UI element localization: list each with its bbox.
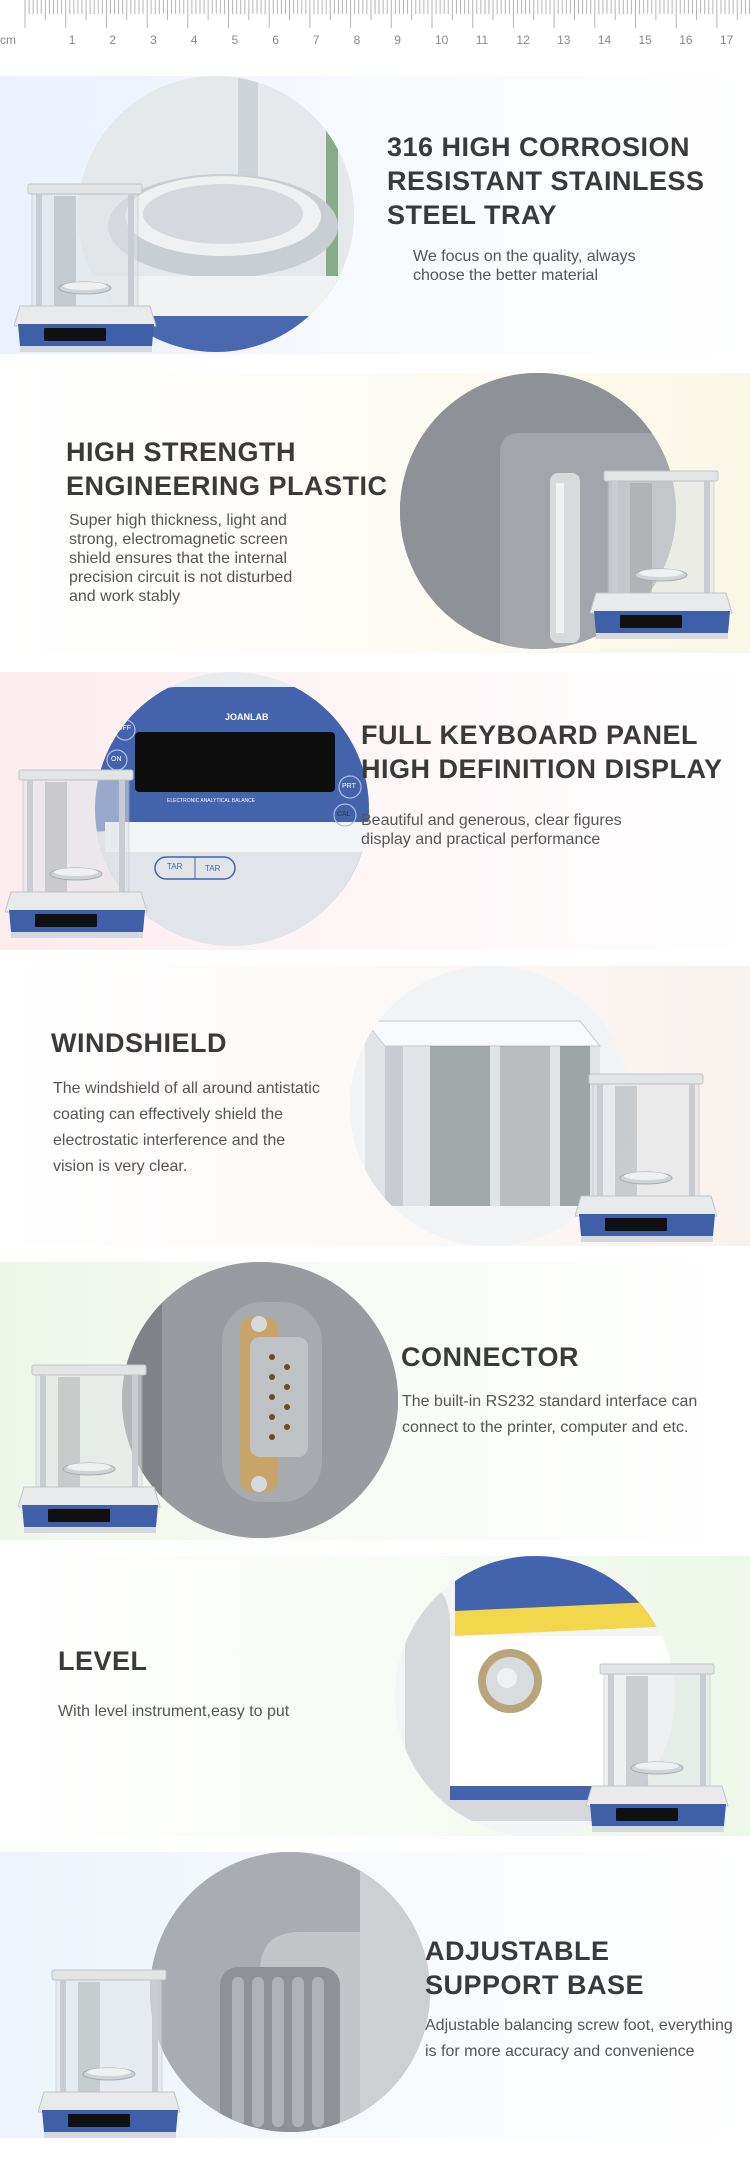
section-connector: CONNECTOR The built-in RS232 standard in… xyxy=(0,1262,750,1540)
ruler-number: 9 xyxy=(394,33,401,47)
keyboard-desc-line: display and practical performance xyxy=(361,831,601,848)
balance-scale-image xyxy=(17,1357,168,1537)
ruler-number: 5 xyxy=(231,33,239,47)
balance-scale-image xyxy=(37,1962,188,2138)
level-title: LEVEL xyxy=(58,1646,148,1676)
keyboard-title: FULL KEYBOARD PANEL HIGH DEFINITION DISP… xyxy=(361,718,723,786)
section-windshield: WINDSHIELD The windshield of all around … xyxy=(0,966,750,1246)
base-title-line: ADJUSTABLE xyxy=(425,1936,610,1966)
keyboard-title-line: HIGH DEFINITION DISPLAY xyxy=(361,754,723,784)
windshield-title: WINDSHIELD xyxy=(51,1028,227,1058)
tray-desc-line: We focus on the quality, always xyxy=(413,248,636,265)
balance-scale-image xyxy=(4,762,155,942)
panel-brand-logo: JOANLAB xyxy=(225,712,269,722)
ruler-number: 6 xyxy=(272,33,279,47)
plastic-description: Super high thickness, light and strong, … xyxy=(69,511,292,606)
base-closeup-image xyxy=(150,1852,430,2132)
ruler-unit-label: cm xyxy=(0,33,16,47)
ruler-number: 14 xyxy=(597,33,612,47)
plastic-title-line: HIGH STRENGTH xyxy=(66,437,297,467)
ruler-number: 7 xyxy=(312,33,320,47)
panel-tar-button: TAR xyxy=(205,864,221,873)
section-support-base: ADJUSTABLE SUPPORT BASE Adjustable balan… xyxy=(0,1852,750,2138)
ruler-number: 10 xyxy=(435,33,449,47)
ruler-number: 11 xyxy=(475,33,489,47)
tray-title-line: 316 HIGH CORROSION xyxy=(387,132,691,162)
windshield-desc-line: The windshield of all around antistatic xyxy=(53,1080,320,1097)
ruler-ticks xyxy=(24,0,750,28)
ruler: cm 123456789101112131415161718 xyxy=(0,0,750,50)
ruler-number: 2 xyxy=(109,33,117,47)
tray-description: We focus on the quality, always choose t… xyxy=(413,247,636,285)
keyboard-description: Beautiful and generous, clear figures di… xyxy=(361,811,622,849)
base-title-line: SUPPORT BASE xyxy=(425,1970,645,2000)
section-steel-tray: 316 HIGH CORROSION RESISTANT STAINLESS S… xyxy=(0,76,750,354)
windshield-desc-line: vision is very clear. xyxy=(53,1158,188,1175)
ruler-number: 12 xyxy=(516,33,530,47)
base-title: ADJUSTABLE SUPPORT BASE xyxy=(425,1934,644,2002)
plastic-desc-line: Super high thickness, light and xyxy=(69,512,287,529)
ruler-number: 4 xyxy=(190,33,198,47)
ruler-number: 16 xyxy=(679,33,693,47)
balance-scale-image xyxy=(589,463,740,643)
base-description: Adjustable balancing screw foot, everyth… xyxy=(425,2013,733,2065)
ruler-number: 8 xyxy=(353,33,361,47)
panel-tar-button: TAR xyxy=(167,862,183,871)
tray-title: 316 HIGH CORROSION RESISTANT STAINLESS S… xyxy=(387,130,705,232)
plastic-desc-line: precision circuit is not disturbed xyxy=(69,569,293,586)
plastic-title: HIGH STRENGTH ENGINEERING PLASTIC xyxy=(66,435,388,503)
plastic-desc-line: and work stably xyxy=(69,588,181,605)
plastic-desc-line: strong, electromagnetic screen xyxy=(69,531,288,548)
base-desc-line: Adjustable balancing screw foot, everyth… xyxy=(425,2017,733,2034)
panel-off-button: OFF xyxy=(117,725,131,732)
plastic-desc-line: shield ensures that the internal xyxy=(69,550,287,567)
tray-desc-line: choose the better material xyxy=(413,267,598,284)
keyboard-panel-closeup-image: JOANLAB ELECTRONIC ANALYTICAL BALANCE OF… xyxy=(95,672,369,946)
balance-scale-image xyxy=(13,176,164,354)
windshield-desc-line: electrostatic interference and the xyxy=(53,1132,286,1149)
ruler-number: 15 xyxy=(638,33,652,47)
windshield-desc-line: coating can effectively shield the xyxy=(53,1106,284,1123)
connector-desc-line: The built-in RS232 standard interface ca… xyxy=(402,1393,698,1410)
section-keyboard-panel: JOANLAB ELECTRONIC ANALYTICAL BALANCE OF… xyxy=(0,672,750,950)
connector-description: The built-in RS232 standard interface ca… xyxy=(402,1389,697,1441)
panel-cal-button: CAL xyxy=(337,811,351,818)
plastic-title-line: ENGINEERING PLASTIC xyxy=(66,471,388,501)
section-level: LEVEL With level instrument,easy to put xyxy=(0,1556,750,1836)
ruler-number: 3 xyxy=(150,33,157,47)
tray-closeup-image xyxy=(78,76,354,352)
panel-prt-button: PRT xyxy=(342,783,356,790)
keyboard-desc-line: Beautiful and generous, clear figures xyxy=(361,812,622,829)
tray-title-line: STEEL TRAY xyxy=(387,200,558,230)
section-engineering-plastic: HIGH STRENGTH ENGINEERING PLASTIC Super … xyxy=(0,373,750,653)
balance-scale-image xyxy=(574,1066,725,1246)
tray-title-line: RESISTANT STAINLESS xyxy=(387,166,705,196)
connector-title: CONNECTOR xyxy=(401,1342,580,1372)
level-description: With level instrument,easy to put xyxy=(58,1703,290,1720)
balance-scale-image xyxy=(585,1656,736,1836)
panel-caption: ELECTRONIC ANALYTICAL BALANCE xyxy=(167,798,256,804)
connector-desc-line: connect to the printer, computer and etc… xyxy=(402,1419,689,1436)
ruler-number: 13 xyxy=(557,33,571,47)
ruler-number: 17 xyxy=(719,33,734,47)
ruler-number: 1 xyxy=(68,33,76,47)
panel-on-button: ON xyxy=(111,756,122,763)
windshield-description: The windshield of all around antistatic … xyxy=(53,1076,320,1180)
keyboard-title-line: FULL KEYBOARD PANEL xyxy=(361,720,699,750)
base-desc-line: is for more accuracy and convenience xyxy=(425,2043,695,2060)
